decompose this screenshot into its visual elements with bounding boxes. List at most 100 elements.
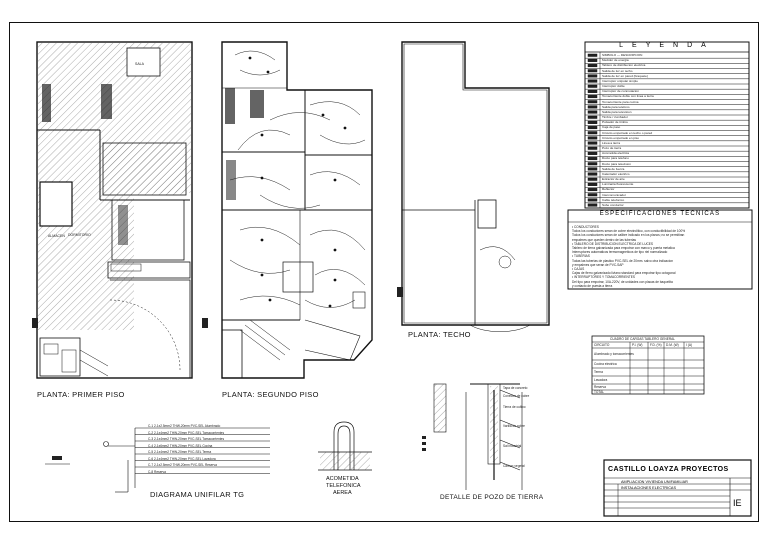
circuit-label: C-1 2-1x2.5mm2 THW-20mm PVC-SEL Alumbrad… — [148, 424, 221, 429]
legend-item: Extractor de aire — [602, 177, 625, 181]
legend-item: Ducto para telefono — [602, 156, 630, 161]
load-table-header: CIRCUITO — [594, 343, 610, 347]
legend-symbol-icon — [587, 193, 598, 197]
acometida-detail — [318, 421, 372, 471]
legend-item: Acometida electrica — [602, 151, 629, 156]
legend-symbol-icon — [587, 95, 598, 99]
legend-symbol-icon — [587, 182, 598, 186]
first-floor-title: PLANTA: PRIMER PISO — [37, 390, 125, 399]
legend-symbol-icon — [587, 84, 598, 88]
spec-line: y contacto de puesta a tierra — [572, 283, 613, 288]
load-table-cell: TOTAL — [594, 390, 604, 394]
legend-item: Interruptor unipolar simple — [602, 78, 638, 83]
spec-line: Cajas de fierro galvanizado liviano stan… — [572, 271, 676, 276]
specs-box — [567, 209, 753, 290]
load-table-header: F.D. (%) — [650, 343, 662, 347]
legend-symbol-icon — [587, 172, 598, 176]
pozo-title: DETALLE DE POZO DE TIERRA — [440, 494, 544, 501]
legend-symbol-icon — [587, 58, 598, 62]
svg-text:ALMACEN: ALMACEN — [48, 234, 65, 238]
pozo-note: Tapa de concreto — [503, 386, 528, 390]
second-floor-plan — [202, 41, 373, 379]
unifilar-diagram — [45, 427, 270, 493]
legend-item: Salida de luz en techo — [602, 68, 633, 73]
acometida-title-1: ACOMETIDA — [326, 476, 359, 482]
legend-item: Tablero de distribucion electrica — [602, 63, 646, 68]
legend-item: Circuito empotrado en piso — [602, 135, 639, 140]
load-table — [591, 335, 705, 395]
legend-item: Ducto para television — [602, 161, 631, 166]
svg-text:SALA: SALA — [135, 62, 145, 66]
circuit-label: C-3 2-1x4mm2 THW-20mm PVC-SEL Tomacorrie… — [148, 437, 225, 442]
specs-title: ESPECIFICACIONES TECNICAS — [599, 211, 721, 217]
legend-item: Intercomunicador — [602, 192, 626, 197]
legend-symbol-icon — [587, 131, 598, 135]
legend-item: Pozo de tierra — [602, 146, 622, 150]
circuit-label: C-7 2-1x2.5mm2 THW-20mm PVC-SEL Reserva — [148, 463, 217, 468]
spec-line: Del tipo para empotrar, 10A-220V, de uni… — [572, 279, 673, 284]
title-block — [603, 459, 752, 517]
circuit-label: C-2 2-1x4mm2 THW-20mm PVC-SEL Tomacorrie… — [148, 430, 225, 435]
legend-symbol-icon — [587, 162, 598, 166]
circuit-label: C-6 2-1x4mm2 THW-20mm PVC-SEL Lavadora — [148, 456, 216, 461]
legend-symbol-icon — [587, 74, 598, 78]
legend-symbol-icon — [587, 100, 598, 104]
unifilar-title: DIAGRAMA UNIFILAR TG — [150, 490, 245, 499]
spec-line: • INTERRUPTORES Y TOMACORRIENTES — [572, 275, 635, 280]
legend-item: Tomacorriente doble con linea a tierra — [602, 94, 654, 99]
legend-item: Calentador electrico — [602, 171, 630, 176]
load-table-caption: CUADRO DE CARGAS TABLERO GENERAL — [610, 337, 676, 341]
spec-line: empalmes que queden dentro de las tuberi… — [572, 237, 636, 242]
legend-symbol-icon — [587, 203, 598, 207]
roof-title: PLANTA: TECHO — [408, 330, 471, 339]
pozo-note: Carbon vegetal — [503, 464, 525, 468]
svg-text:DORMITORIO: DORMITORIO — [68, 233, 91, 237]
legend-symbol-icon — [587, 136, 598, 140]
load-table-header: D.M. (W) — [666, 343, 679, 347]
legend-symbol-icon — [587, 167, 598, 171]
title-block-content: INSTALACIONES ELECTRICAS — [621, 486, 676, 490]
load-table-header: I (A) — [686, 343, 693, 347]
legend-symbol-icon — [587, 110, 598, 114]
legend-item: Cable telefonico — [602, 197, 625, 202]
legend-item: Linea a tierra — [602, 140, 621, 145]
spec-line: y empalmes que seran de PVC-SAP — [572, 262, 624, 267]
legend-symbol-icon — [587, 120, 598, 124]
spec-line: • TUBERIAS — [572, 254, 590, 259]
legend-symbol-icon — [587, 115, 598, 119]
legend-item: Salida para telefono — [602, 104, 630, 109]
pozo-note: Sal industrial — [503, 444, 522, 448]
legend-item: Salida para television — [602, 109, 632, 114]
spec-line: Todas las tuberias de plastico PVC-SEL d… — [572, 258, 674, 263]
circuit-label: C-5 2-1x4mm2 THW-20mm PVC-SEL Terma — [148, 450, 212, 455]
legend-symbol-icon — [587, 157, 598, 161]
legend-symbol-icon — [587, 64, 598, 68]
legend-symbol-icon — [587, 126, 598, 130]
legend-item: Interruptor doble — [602, 84, 625, 88]
legend-symbol-icon — [587, 69, 598, 73]
roof-plan — [397, 41, 550, 332]
legend-item: Interruptor de conmutacion — [602, 89, 639, 94]
circuit-label: C-8 Reserva — [148, 469, 166, 474]
legend-symbol-icon — [587, 53, 598, 57]
pozo-note: Tierra de cultivo — [503, 405, 526, 409]
legend-symbol-icon — [587, 79, 598, 83]
acometida-title-3: AEREA — [333, 490, 352, 496]
legend-symbol-icon — [587, 151, 598, 155]
legend-title: LEYENDA — [619, 42, 715, 49]
second-floor-title: PLANTA: SEGUNDO PISO — [222, 390, 319, 399]
spec-line: Tablero de tierra galvanizada para empot… — [572, 246, 675, 250]
legend-item: Caja de paso — [602, 125, 621, 130]
acometida-title-2: TELEFONICA — [326, 483, 361, 489]
legend-table — [584, 41, 750, 209]
legend-item: SIMBOLO — DESCRIPCION — [602, 53, 643, 57]
legend-item: Salida de luz en pared (braquete) — [602, 73, 648, 78]
legend-symbol-icon — [587, 198, 598, 202]
pozo-note: Varilla de cobre — [503, 424, 525, 428]
legend-symbol-icon — [587, 89, 598, 93]
spec-line: • TABLERO DE DISTRIBUCION ELECTRICA DE L… — [572, 241, 654, 246]
load-table-cell: Lavadora — [594, 378, 608, 382]
load-table-cell: Cocina electrica — [594, 362, 617, 366]
